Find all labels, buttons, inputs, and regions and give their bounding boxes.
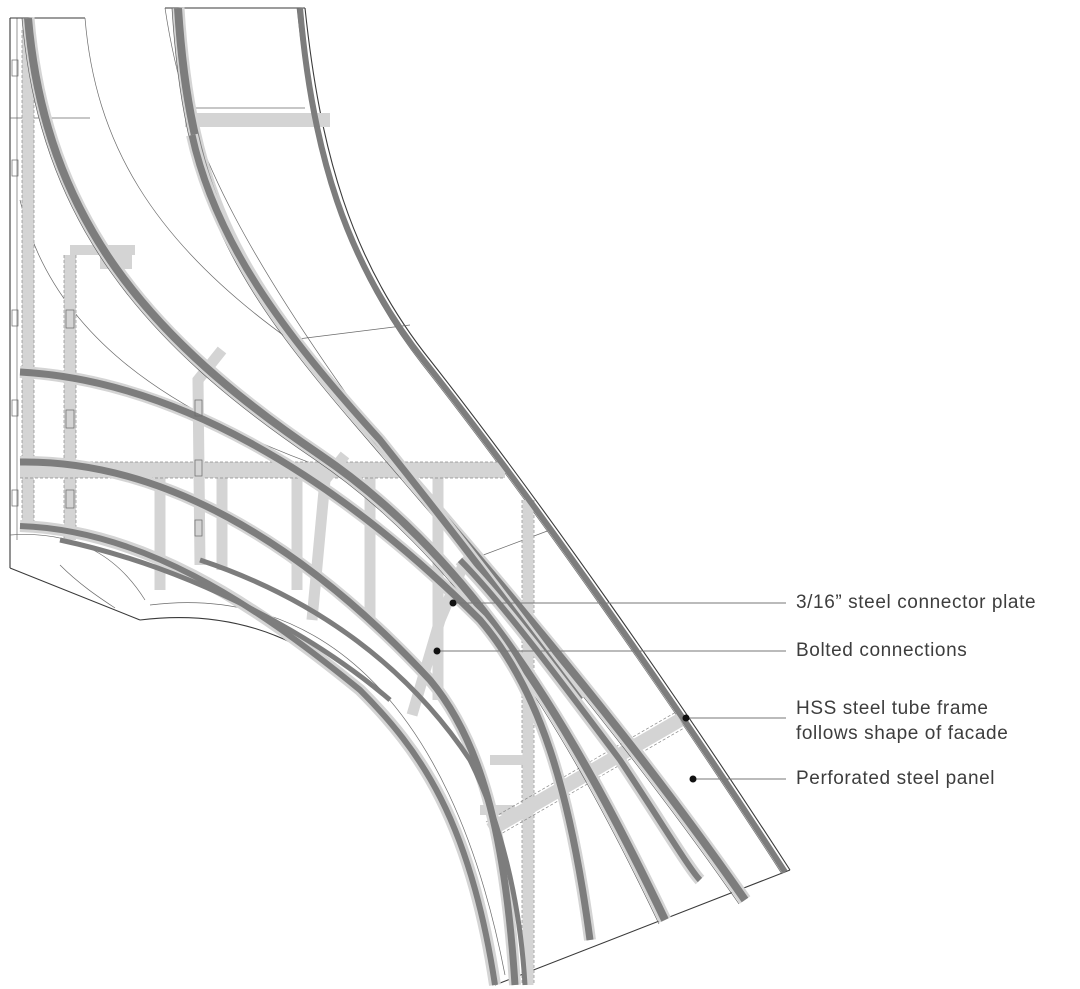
leader-dot-perforated-panel	[689, 775, 697, 783]
callout-bolted-connections: Bolted connections	[796, 640, 968, 661]
slot-details	[11, 59, 203, 537]
curved-tubes	[19, 7, 788, 986]
leader-dot-hss-frame	[682, 714, 690, 722]
leader-dot-connector-plate	[449, 599, 457, 607]
callout-perforated-panel: Perforated steel panel	[796, 768, 996, 789]
callout-connector-plate: 3/16” steel connector plate	[796, 592, 1037, 613]
callout-hss-frame-line1: HSS steel tube frame	[796, 698, 989, 719]
panel-seams	[9, 7, 551, 609]
callout-leaders	[433, 599, 786, 783]
leader-dot-bolted-connections	[433, 647, 441, 655]
callout-hss-frame-line2: follows shape of facade	[796, 723, 1009, 744]
